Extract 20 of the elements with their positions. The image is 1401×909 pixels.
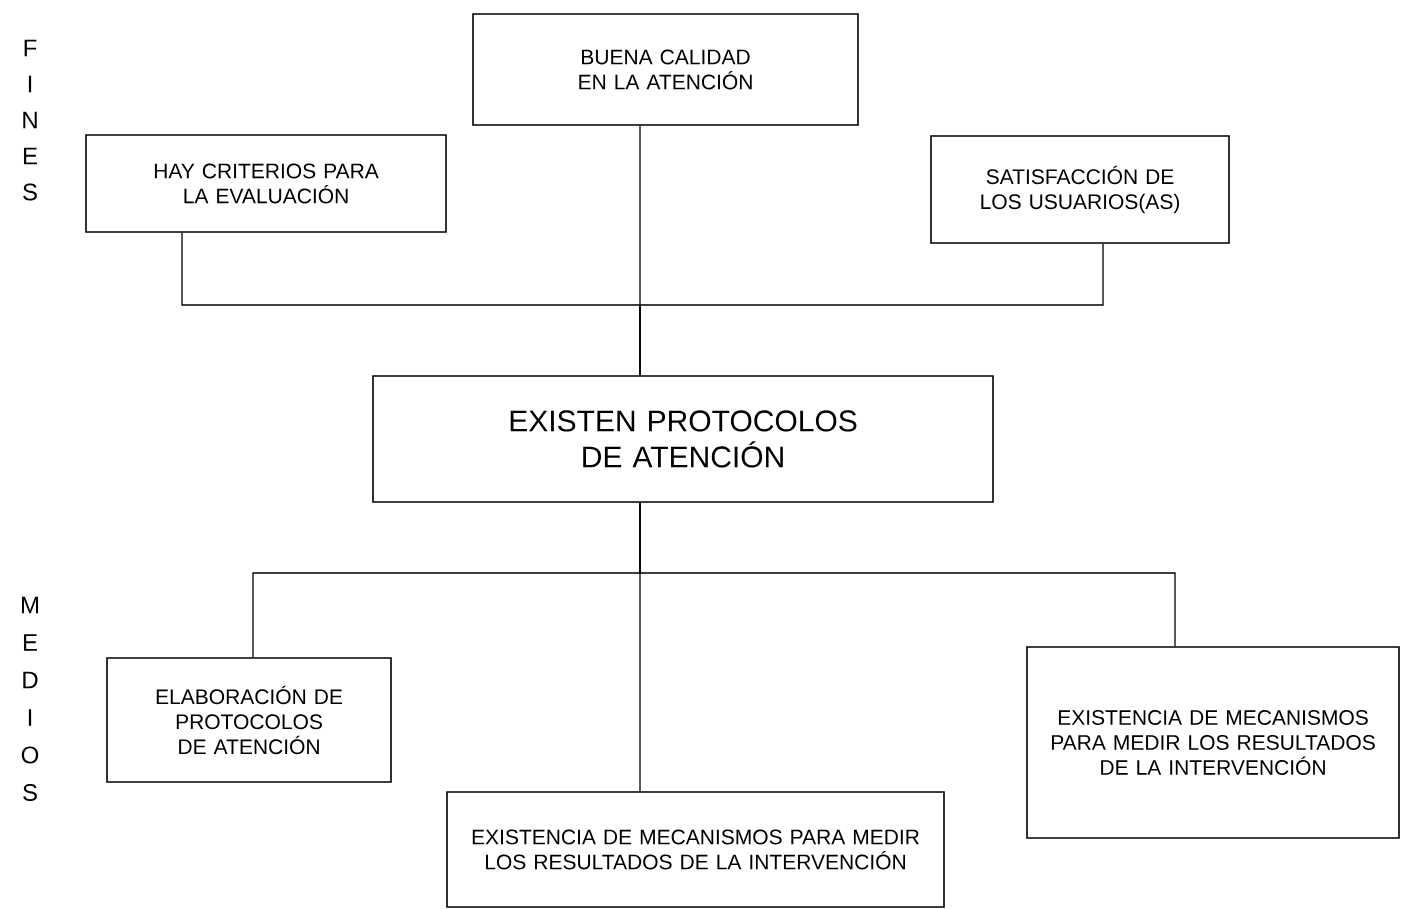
text-box: EXISTEN PROTOCOLOS DE ATENCIÓN bbox=[372, 375, 994, 503]
side-letter: S bbox=[23, 183, 37, 201]
text-box: EXISTENCIA DE MECANISMOS PARA MEDIR LOS RESULTADOS DE LA INTERVENCIÓN bbox=[446, 791, 945, 908]
text-box: ELABORACIÓN DE PROTOCOLOS DE ATENCIÓN bbox=[106, 657, 392, 783]
connector-line bbox=[639, 243, 1104, 376]
side-letter: F bbox=[24, 39, 37, 57]
side-letter: O bbox=[21, 746, 39, 764]
side-letter: S bbox=[23, 784, 37, 801]
side-letter: I bbox=[28, 709, 32, 726]
text-box: BUENA CALIDAD EN LA ATENCIÓN bbox=[472, 13, 859, 126]
side-letter: E bbox=[24, 147, 37, 165]
text-box: SATISFACCIÓN DE LOS USUARIOS(AS) bbox=[930, 135, 1230, 244]
side-letter: D bbox=[23, 671, 38, 689]
text-box: EXISTENCIA DE MECANISMOS PARA MEDIR LOS RESULTADOS DE LA INTERVENCIÓN bbox=[1026, 646, 1400, 839]
side-letter: E bbox=[24, 634, 37, 651]
side-letter: N bbox=[23, 111, 37, 129]
text-box: HAY CRITERIOS PARA LA EVALUACIÓN bbox=[85, 134, 447, 233]
side-letter: M bbox=[22, 596, 39, 614]
side-letter: I bbox=[28, 75, 32, 93]
connector-line bbox=[639, 502, 1176, 647]
